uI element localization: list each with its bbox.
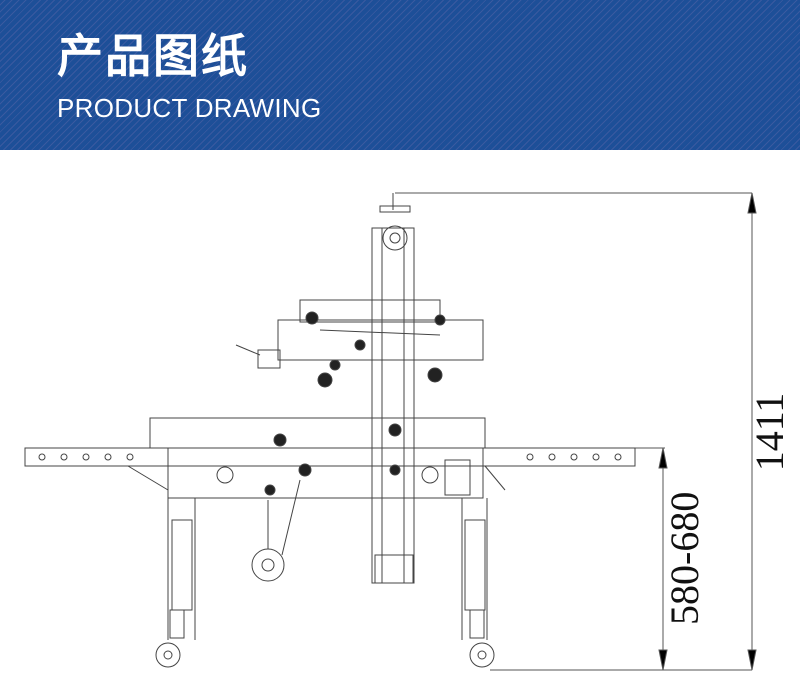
- dimension-lines: [395, 192, 757, 671]
- page-subtitle: PRODUCT DRAWING: [57, 93, 322, 123]
- header-banner: 产品图纸 PRODUCT DRAWING: [0, 0, 800, 150]
- machine-drawing: [24, 192, 757, 671]
- dimension-table-height: 580-680: [662, 491, 707, 625]
- conveyor-table: [24, 417, 636, 582]
- vertical-column: [371, 193, 415, 584]
- dimension-total-height: 1411: [747, 392, 792, 472]
- page-title: 产品图纸: [57, 30, 249, 82]
- upper-taping-head: [235, 299, 484, 388]
- right-leg: [461, 498, 495, 668]
- left-leg: [155, 498, 196, 668]
